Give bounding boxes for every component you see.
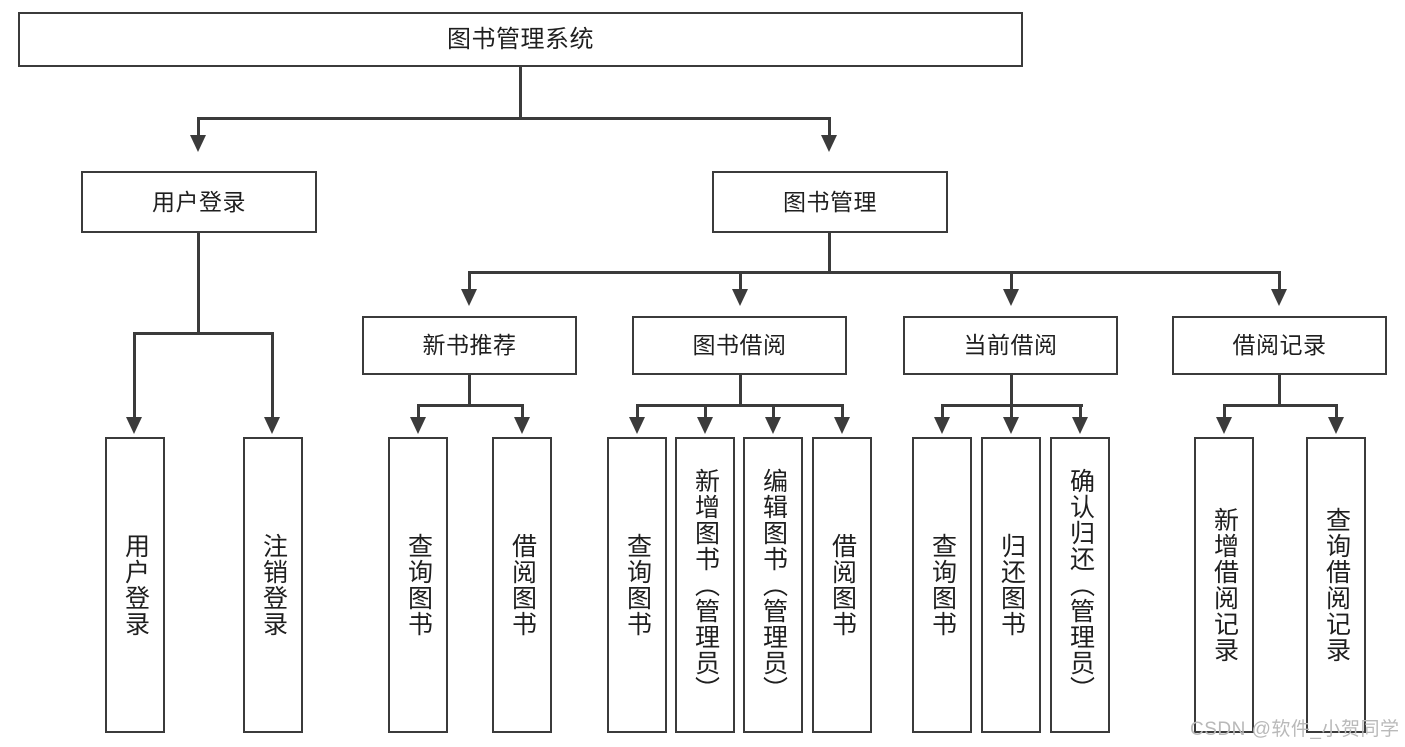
node-label: 新增图书（管理员） — [691, 468, 720, 702]
connector-user-login-drop-2 — [271, 332, 274, 420]
connector-user-login-bus — [134, 332, 274, 335]
connector-user-login-stem — [197, 233, 200, 334]
arrowhead-user-login — [190, 135, 206, 152]
leaf-borrow-book-recommend[interactable]: 借阅图书 — [492, 437, 552, 733]
node-label: 图书管理 — [783, 188, 877, 215]
connector-user-login-drop-1 — [133, 332, 136, 420]
arrowhead-leaf-borrow-book-1 — [514, 417, 530, 434]
connector-to-book-borrow — [739, 271, 742, 293]
connector-root-bus — [198, 117, 831, 120]
connector-to-borrow-record — [1278, 271, 1281, 293]
node-label: 编辑图书（管理员） — [759, 468, 788, 702]
connector-new-book-stem — [468, 375, 471, 406]
connector-borrow-record-bus — [1223, 404, 1338, 407]
arrowhead-leaf-logout — [264, 417, 280, 434]
connector-book-borrow-drop-3 — [772, 404, 775, 420]
node-borrow-record[interactable]: 借阅记录 — [1172, 316, 1387, 375]
connector-current-borrow-drop-1 — [941, 404, 944, 420]
node-current-borrow[interactable]: 当前借阅 — [903, 316, 1118, 375]
connector-borrow-record-stem — [1278, 375, 1281, 406]
leaf-edit-book-admin[interactable]: 编辑图书（管理员） — [743, 437, 803, 733]
connector-current-borrow-drop-3 — [1079, 404, 1082, 420]
connector-new-book-drop-1 — [417, 404, 420, 420]
connector-book-borrow-bus — [636, 404, 844, 407]
arrowhead-leaf-query-book-2 — [629, 417, 645, 434]
connector-book-borrow-drop-4 — [841, 404, 844, 420]
node-book-borrow[interactable]: 图书借阅 — [632, 316, 847, 375]
node-label: 借阅记录 — [1232, 332, 1327, 359]
connector-book-manage-stem — [828, 233, 831, 273]
arrowhead-leaf-query-book-1 — [410, 417, 426, 434]
node-label: 查询借阅记录 — [1322, 507, 1351, 663]
connector-to-new-book — [468, 271, 471, 293]
connector-book-borrow-stem — [739, 375, 742, 406]
leaf-query-book-borrow[interactable]: 查询图书 — [607, 437, 667, 733]
leaf-query-book-current[interactable]: 查询图书 — [912, 437, 972, 733]
node-label: 查询图书 — [623, 533, 652, 637]
node-label: 图书借阅 — [692, 332, 787, 359]
node-label: 图书管理系统 — [447, 25, 594, 53]
connector-new-book-bus — [417, 404, 524, 407]
leaf-add-book-admin[interactable]: 新增图书（管理员） — [675, 437, 735, 733]
arrowhead-leaf-confirm-return — [1072, 417, 1088, 434]
connector-borrow-record-drop-1 — [1223, 404, 1226, 420]
connector-borrow-record-drop-2 — [1335, 404, 1338, 420]
connector-current-borrow-stem — [1010, 375, 1013, 406]
leaf-query-borrow-record[interactable]: 查询借阅记录 — [1306, 437, 1366, 733]
arrowhead-leaf-add-record — [1216, 417, 1232, 434]
connector-new-book-drop-2 — [521, 404, 524, 420]
node-label: 用户登录 — [152, 188, 246, 215]
arrowhead-leaf-edit-book — [765, 417, 781, 434]
arrowhead-borrow-record — [1271, 289, 1287, 306]
node-new-book-recommend[interactable]: 新书推荐 — [362, 316, 577, 375]
node-root-system[interactable]: 图书管理系统 — [18, 12, 1023, 67]
node-label: 借阅图书 — [828, 533, 857, 637]
arrowhead-leaf-query-record — [1328, 417, 1344, 434]
arrowhead-current-borrow — [1003, 289, 1019, 306]
leaf-borrow-book[interactable]: 借阅图书 — [812, 437, 872, 733]
node-label: 用户登录 — [121, 533, 150, 637]
arrowhead-leaf-user-login — [126, 417, 142, 434]
arrowhead-book-borrow — [732, 289, 748, 306]
node-label: 借阅图书 — [508, 533, 537, 637]
leaf-return-book[interactable]: 归还图书 — [981, 437, 1041, 733]
arrowhead-leaf-add-book — [697, 417, 713, 434]
connector-book-manage-bus — [468, 271, 1280, 274]
connector-book-borrow-drop-2 — [704, 404, 707, 420]
leaf-confirm-return-admin[interactable]: 确认归还（管理员） — [1050, 437, 1110, 733]
arrowhead-new-book — [461, 289, 477, 306]
leaf-user-login[interactable]: 用户登录 — [105, 437, 165, 733]
node-label: 注销登录 — [259, 533, 288, 637]
connector-book-borrow-drop-1 — [636, 404, 639, 420]
node-label: 新书推荐 — [422, 332, 517, 359]
node-label: 当前借阅 — [963, 332, 1058, 359]
arrowhead-book-manage — [821, 135, 837, 152]
connector-to-book-manage — [828, 117, 831, 139]
leaf-add-borrow-record[interactable]: 新增借阅记录 — [1194, 437, 1254, 733]
node-user-login[interactable]: 用户登录 — [81, 171, 317, 233]
node-label: 新增借阅记录 — [1210, 507, 1239, 663]
node-label: 确认归还（管理员） — [1066, 468, 1095, 702]
arrowhead-leaf-return-book — [1003, 417, 1019, 434]
connector-current-borrow-drop-2 — [1010, 404, 1013, 420]
node-label: 归还图书 — [997, 533, 1026, 637]
node-label: 查询图书 — [928, 533, 957, 637]
arrowhead-leaf-query-book-3 — [934, 417, 950, 434]
connector-to-current-borrow — [1010, 271, 1013, 293]
leaf-logout[interactable]: 注销登录 — [243, 437, 303, 733]
watermark: CSDN @软件_小贺同学 — [1190, 719, 1400, 740]
connector-root-stem — [519, 67, 522, 118]
connector-to-user-login — [197, 117, 200, 139]
leaf-query-book-recommend[interactable]: 查询图书 — [388, 437, 448, 733]
node-book-management[interactable]: 图书管理 — [712, 171, 948, 233]
arrowhead-leaf-borrow-book-2 — [834, 417, 850, 434]
node-label: 查询图书 — [404, 533, 433, 637]
